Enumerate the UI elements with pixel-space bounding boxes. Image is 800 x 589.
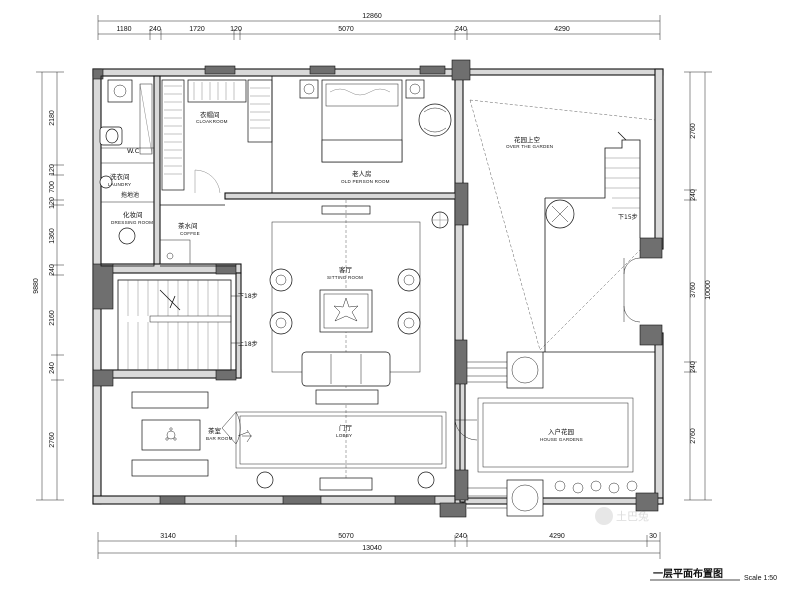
lobby-label: 门厅 [339,423,353,432]
house-garden [467,351,655,517]
garden-upper-label-en: OVER THE GARDEN [506,144,553,149]
top-total-dim: 12860 [362,13,382,20]
sitting-room [269,200,449,480]
tea-room-upper [159,204,236,267]
bottom-total-dim: 13040 [362,545,382,552]
garden-upper-label: 花园上空 [514,135,541,144]
top-dim-4: 120 [230,26,242,33]
tea-room-upper-label: 茶水间 [178,221,198,230]
left-dimensions: 9880 2180 120 700 120 1360 240 2160 240 … [33,71,64,501]
tea-room-label: 茶室 [208,426,222,435]
garden-down-note: 下15步 [618,213,638,221]
left-dim-2: 120 [49,164,56,176]
old-person-room [271,79,452,193]
dressing-room-label: 化妆间 [123,210,143,219]
right-dim-4: 240 [690,361,697,373]
bottom-dim-2: 5070 [338,533,354,540]
left-dim-9: 2760 [49,432,56,448]
laundry-label-en: LAUNDRY [108,182,131,187]
tea-room-label-en: BAR ROOM [206,436,233,441]
stair-up-note: 上18步 [238,340,258,348]
old-person-room-label-en: OLD PERSON ROOM [341,179,390,184]
house-gardens-label: 入户花园 [548,427,574,436]
right-dim-2: 240 [690,189,697,201]
left-dim-5: 1360 [49,228,56,244]
left-dim-4: 120 [49,197,56,209]
right-dim-3: 3760 [690,282,697,298]
dressing-room-label-en: DRESSING ROOM [111,220,153,225]
lobby-label-en: LOBBY [336,433,352,438]
tea-room-upper-label-en: COFFEE [180,231,200,236]
house-gardens-label-en: HOUSE GARDENS [540,437,583,442]
old-person-room-label: 老人房 [352,169,372,178]
bottom-dim-3: 240 [455,533,467,540]
left-dim-6: 240 [49,264,56,276]
drawing-scale: Scale 1:50 [744,575,777,582]
left-dim-8: 240 [49,362,56,374]
watermark-text: 土巴兔 [616,509,649,523]
left-dim-7: 2160 [49,310,56,326]
garden-upper [469,99,656,352]
right-dim-1: 2760 [690,123,697,139]
top-dim-6: 240 [455,26,467,33]
staircase [117,279,240,371]
tea-room [131,391,241,477]
mop-pool-label: 拖地池 [121,191,139,199]
title-block: 一层平面布置图 Scale 1:50 [650,567,777,582]
columns [92,59,663,518]
top-dim-5: 5070 [338,26,354,33]
cloakroom [161,76,273,194]
laundry-label: 洗衣间 [110,172,130,181]
bottom-dim-1: 3140 [160,533,176,540]
drawing-title: 一层平面布置图 [653,567,723,580]
left-dim-1: 2180 [49,110,56,126]
bottom-dim-5: 30 [649,533,657,540]
left-dim-3: 700 [49,181,56,193]
sitting-room-label: 客厅 [339,265,353,274]
watermark: 土巴兔 [595,507,649,525]
top-dimensions: 12860 1180 240 1720 120 5070 240 4290 [97,13,661,40]
top-dim-3: 1720 [189,26,205,33]
top-dim-1: 1180 [116,26,131,33]
bottom-dimensions: 3140 5070 240 4290 30 13040 [97,532,661,559]
cloakroom-label: 衣帽间 [200,110,220,119]
top-dim-2: 240 [149,26,161,33]
cloakroom-label-en: CLOAKROOM [196,119,228,124]
sitting-room-label-en: SITTING ROOM [327,275,363,280]
right-dimensions: 2760 240 3760 240 2760 10000 [684,71,712,501]
left-total-dim: 9880 [33,278,40,294]
wc-area [99,75,155,267]
top-dim-7: 4290 [554,26,570,33]
wc-label: W.C [127,147,140,155]
right-total-dim: 10000 [705,280,712,300]
right-dim-5: 2760 [690,428,697,444]
bottom-dim-4: 4290 [549,533,565,540]
stair-down-note: 下18步 [238,292,258,300]
lobby [235,411,478,491]
